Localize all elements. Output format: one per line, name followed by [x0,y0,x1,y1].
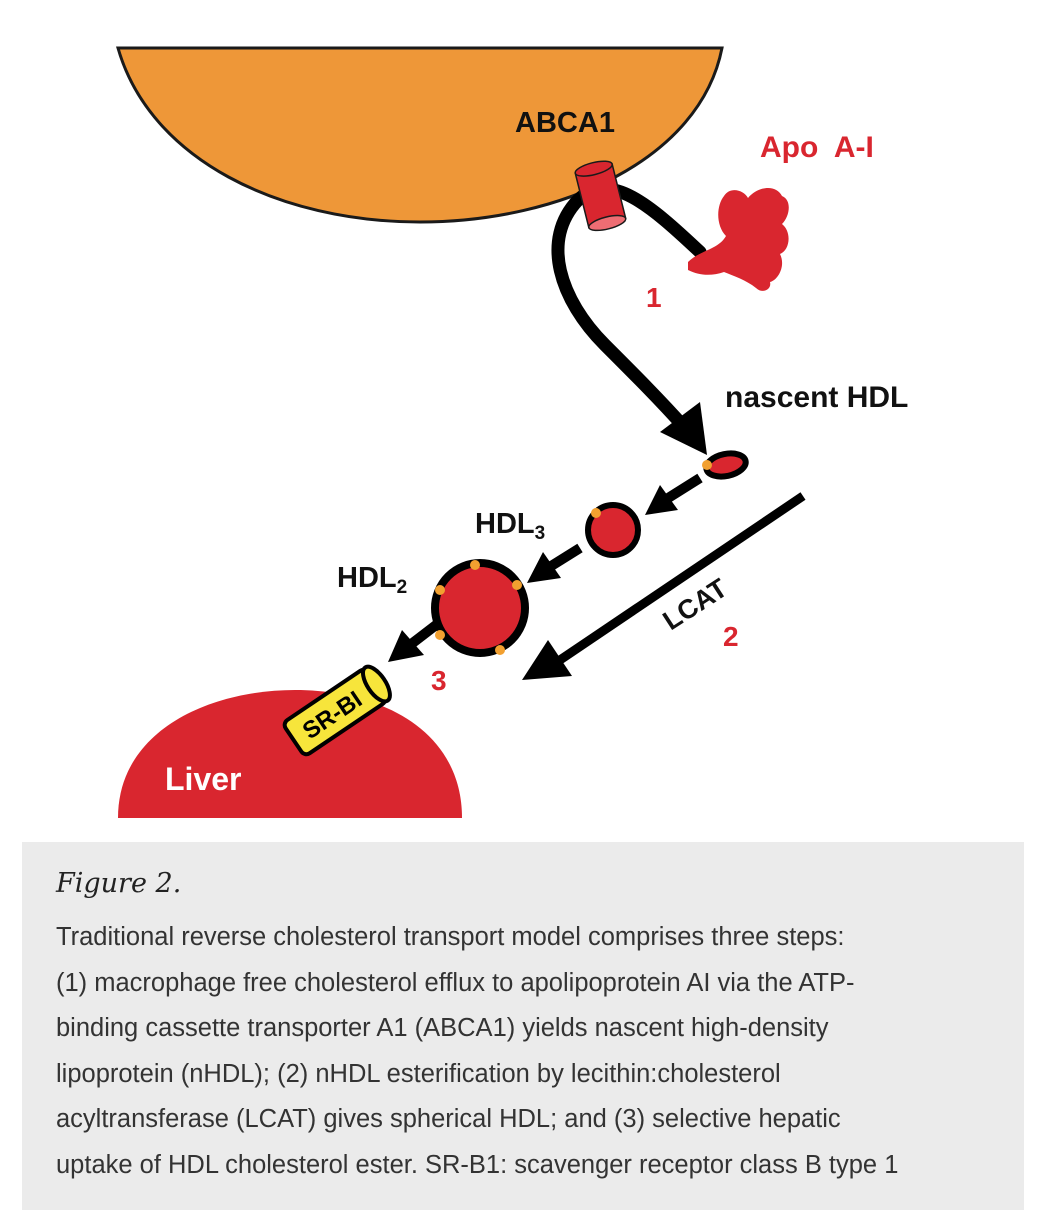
hdl2-particle [431,559,529,657]
arrow-hdl2-to-srbi-head [388,630,424,662]
hdl2-dots [435,560,522,655]
abca1-transporter [574,160,627,232]
hdl3-subscript: 3 [535,523,546,544]
arrow-hdl3-to-hdl2 [545,543,583,573]
nascent-hdl-dot [702,460,712,470]
caption-line: (1) macrophage free cholesterol efflux t… [56,968,855,997]
hdl2-label: HDL2 [337,562,407,598]
caption-line: Traditional reverse cholesterol transpor… [56,923,845,951]
caption-line: lipoprotein (nHDL); (2) nHDL esterificat… [56,1059,781,1088]
lcat-arrow [557,492,806,664]
caption-line: binding cassette transporter A1 (ABCA1) … [56,1014,829,1042]
arrow-nascent-to-hdl3-head [645,485,678,515]
lcat-arrowhead [522,640,572,680]
hdl2-subscript: 2 [397,577,408,598]
caption-line: acyltransferase (LCAT) gives spherical H… [56,1105,841,1133]
step-2-label: 2 [723,621,739,652]
arrow-hdl2-to-srbi [406,618,444,649]
figure-caption: Figure 2. Traditional reverse cholestero… [22,842,1024,1210]
arrow-hdl3-to-hdl2-head [527,552,561,583]
abca1-label: ABCA1 [515,107,615,139]
hdl3-label: HDL3 [475,508,545,544]
macrophage-cell [116,46,724,224]
step-3-label: 3 [431,665,447,696]
step-1-label: 1 [646,282,662,313]
hdl3-dot [591,508,601,518]
caption-body: Traditional reverse cholesterol transpor… [56,915,990,1188]
caption-title: Figure 2. [56,868,182,899]
rct-diagram: SR-BI ABCA1 Apo A-I 1 nascent HDL HDL3 H… [116,46,908,818]
caption-line: uptake of HDL cholesterol ester. SR-B1: … [56,1150,899,1179]
liver-label: Liver [165,761,241,797]
arrow-nascent-to-hdl3 [662,473,703,505]
efflux-arrowhead [660,402,707,455]
apo-a1-label: Apo A-I [760,131,874,164]
liver-shape [118,690,462,818]
nascent-hdl-label: nascent HDL [725,381,908,414]
efflux-arrow [551,182,707,435]
apo-a1-protein [688,187,789,291]
hdl3-particle [585,502,641,558]
